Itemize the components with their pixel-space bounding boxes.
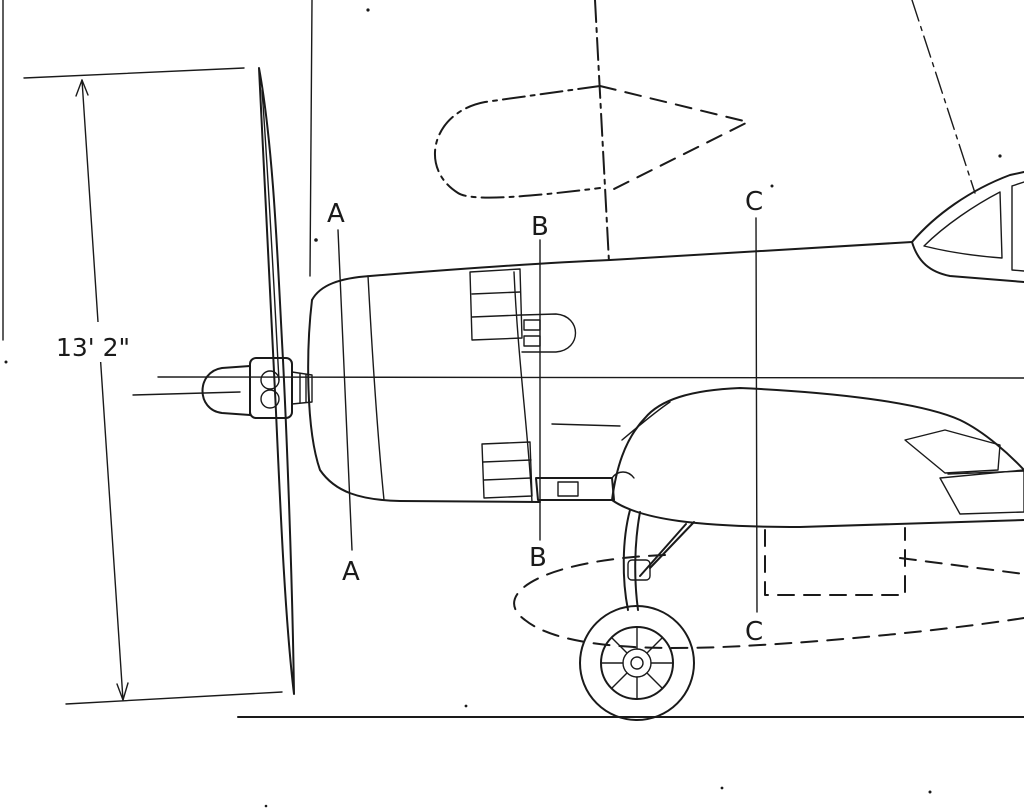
- dashed-tank-outline: [433, 0, 749, 263]
- exhaust-stacks: [521, 313, 577, 353]
- section-label-b-bottom: B: [529, 543, 547, 573]
- propeller: [258, 67, 295, 695]
- wing-root: [551, 387, 1024, 515]
- dashed-wing-outline: [513, 527, 1024, 649]
- section-label-b-top: B: [531, 212, 549, 242]
- windshield-strut-line: [911, 0, 976, 194]
- section-label-c-bottom: C: [745, 617, 763, 647]
- left-border-lines: [2, 0, 313, 341]
- propeller-dimension: [23, 67, 283, 705]
- section-line-c: [755, 217, 758, 613]
- centerline: [132, 376, 1024, 396]
- section-label-a-top: A: [327, 199, 345, 229]
- canopy: [911, 171, 1024, 283]
- spinner-hub: [201, 357, 313, 419]
- propeller-diameter-label: 13' 2": [56, 333, 130, 362]
- section-label-a-bottom: A: [342, 557, 360, 587]
- section-line-a: [337, 229, 353, 551]
- fuselage: [307, 241, 1024, 528]
- cowl-panels: [469, 268, 533, 499]
- section-label-c-top: C: [745, 187, 763, 217]
- landing-gear-strut: [535, 471, 695, 611]
- main-wheel: [579, 605, 695, 721]
- scan-specks: [4, 8, 1002, 808]
